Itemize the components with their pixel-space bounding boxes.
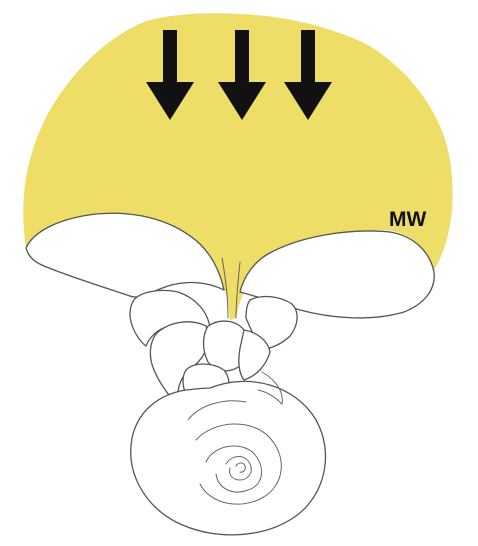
mw-label: MW [389,208,426,231]
arrows-group [146,30,332,120]
shell-outer [131,381,326,534]
